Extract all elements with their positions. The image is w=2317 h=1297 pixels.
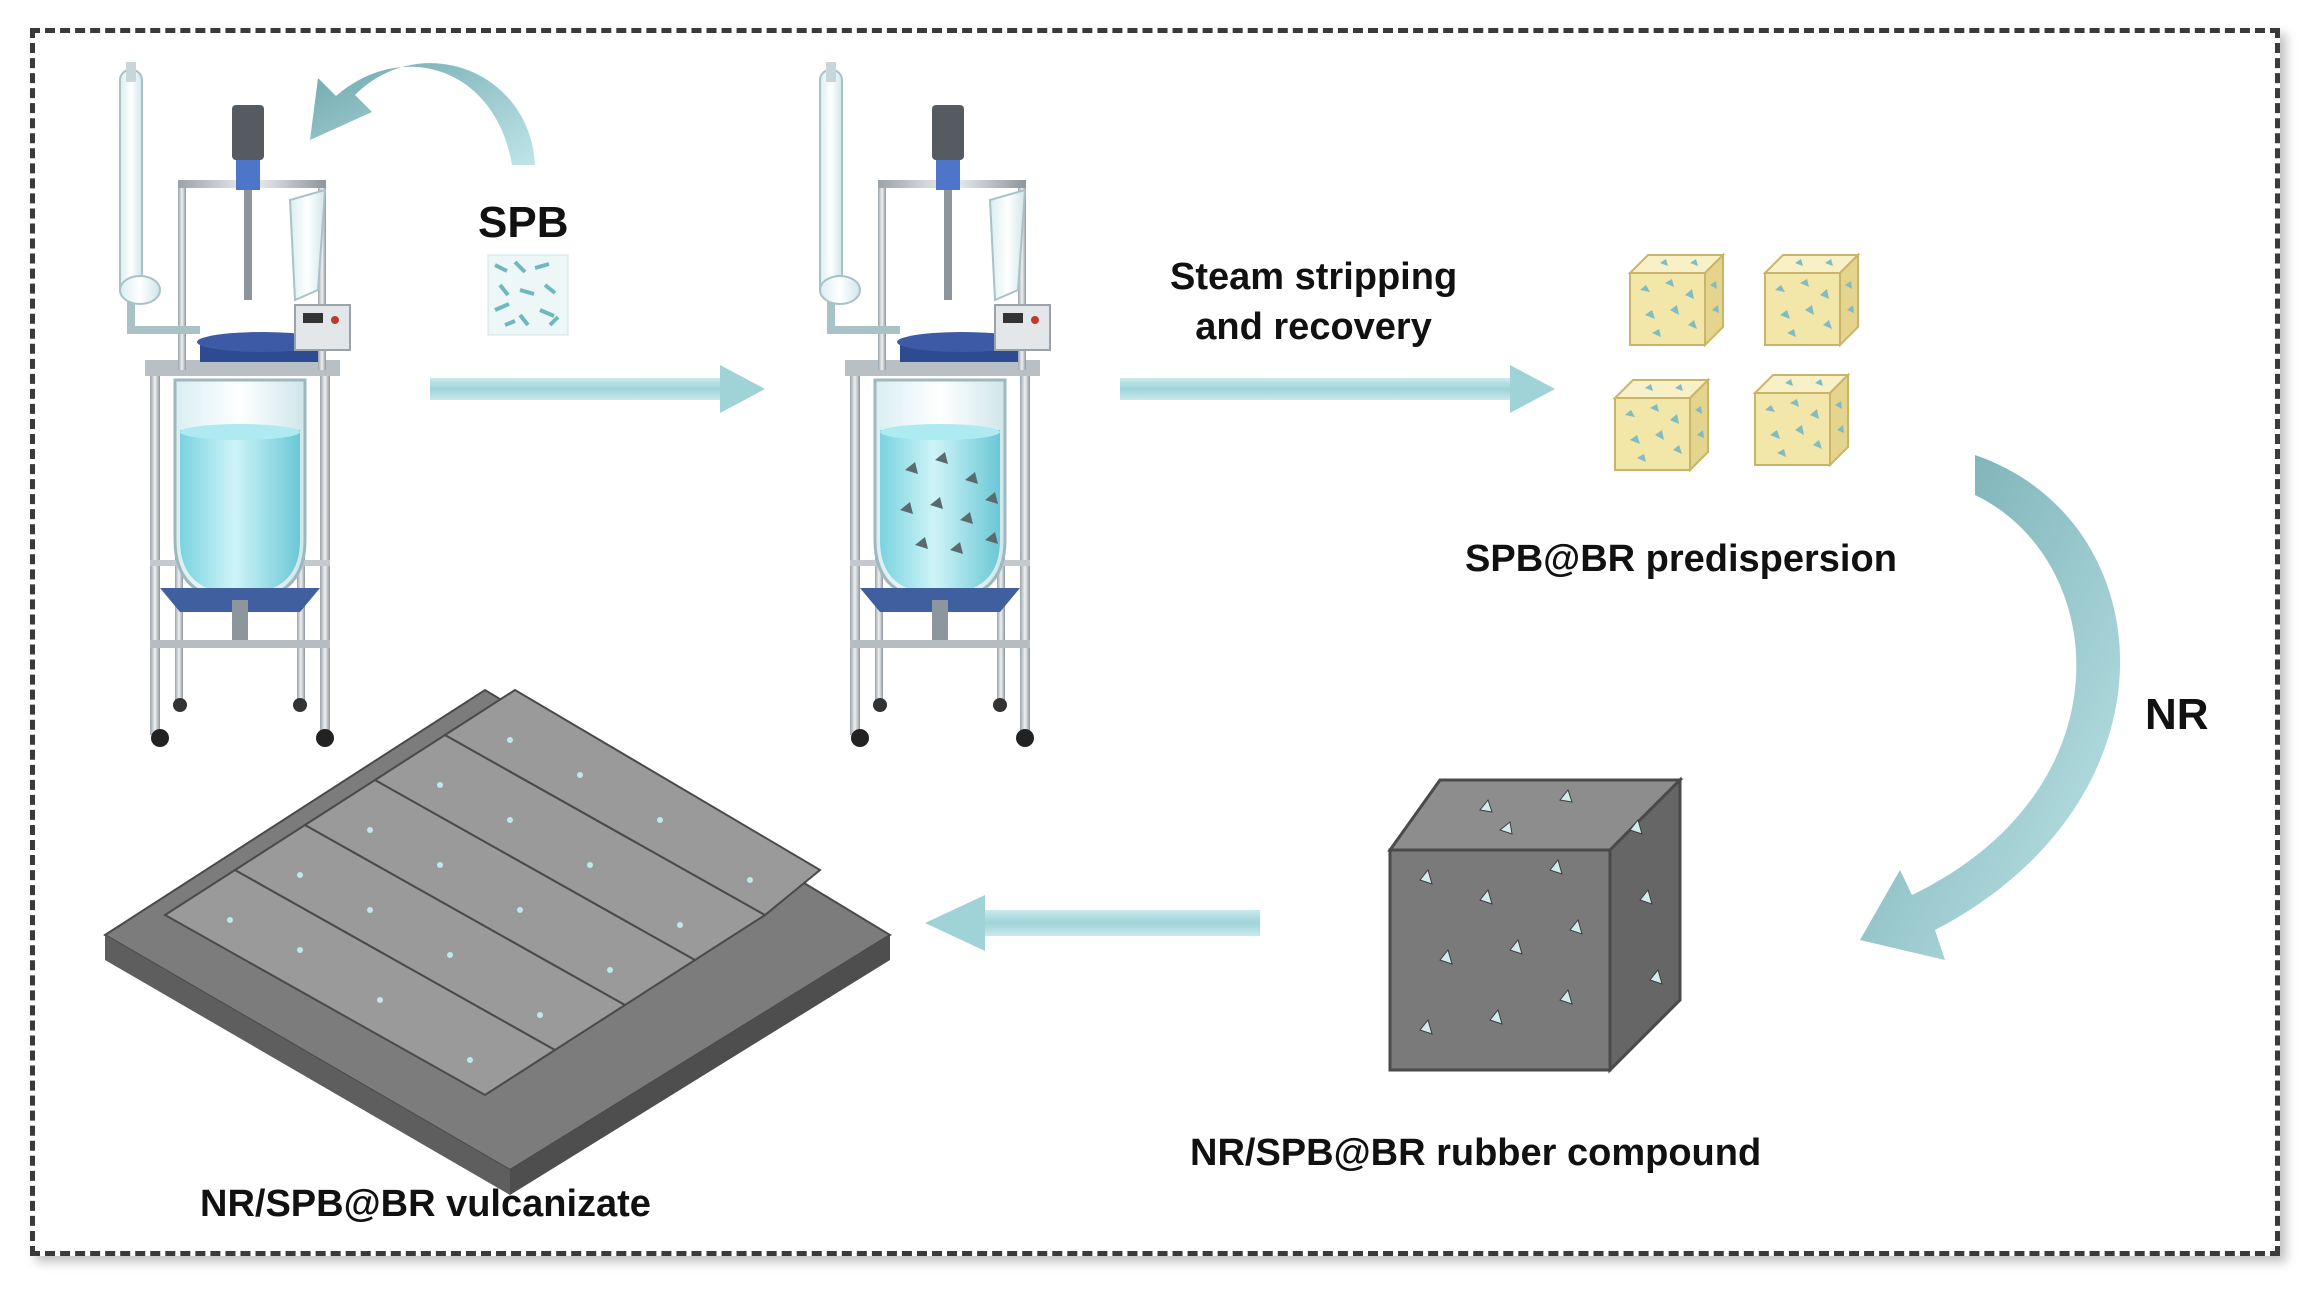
steam-stripping-line1: Steam stripping	[1170, 256, 1458, 298]
dashed-frame	[30, 28, 2280, 1256]
vulcanizate-label: NR/SPB@BR vulcanizate	[200, 1183, 651, 1225]
spb-particles-icon	[487, 254, 569, 336]
nr-label: NR	[2145, 690, 2209, 739]
predispersion-cube-icon	[1614, 254, 1859, 471]
spb-label: SPB	[478, 198, 569, 247]
rubber-cube-icon	[1387, 776, 1684, 1074]
dispersed-particles-icon	[900, 452, 998, 554]
vulcanizate-sheet-icon	[103, 688, 892, 1195]
nr-feed-arrow	[1860, 455, 2121, 960]
arrow-right-2	[1120, 365, 1555, 413]
reactor-icon	[120, 62, 350, 747]
steam-stripping-label: Steam stripping and recovery	[1170, 252, 1457, 352]
spb-feed-arrow	[310, 63, 535, 165]
arrow-left	[925, 895, 1260, 951]
rubber-compound-label: NR/SPB@BR rubber compound	[1190, 1132, 1762, 1174]
reactor-icon	[820, 62, 1050, 747]
predispersion-label: SPB@BR predispersion	[1465, 538, 1897, 580]
steam-stripping-line2: and recovery	[1195, 306, 1432, 348]
arrow-right-1	[430, 365, 765, 413]
